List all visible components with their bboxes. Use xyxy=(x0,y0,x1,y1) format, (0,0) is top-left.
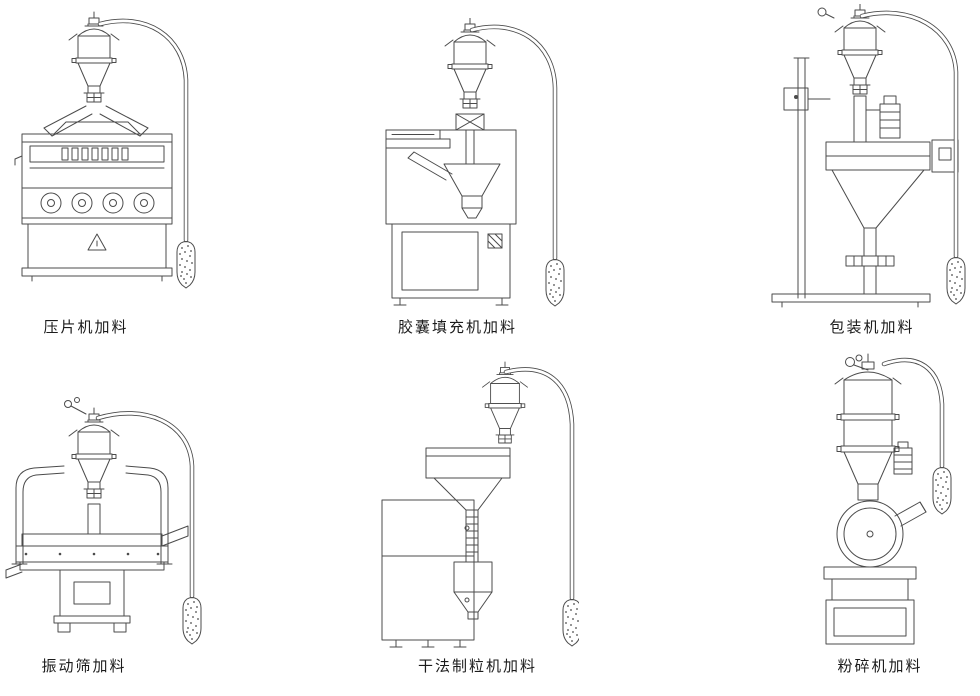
machine-body xyxy=(824,442,926,644)
pulverizer-drawing xyxy=(798,352,952,647)
tablet-press-drawing xyxy=(6,11,196,289)
vacuum-feeder xyxy=(835,354,901,500)
machine-body xyxy=(386,114,516,305)
vacuum-feeder xyxy=(834,4,886,95)
machine-body xyxy=(772,58,958,307)
suction-wand xyxy=(176,241,196,289)
feed-hose xyxy=(98,413,192,596)
suction-wand xyxy=(932,467,952,515)
feed-hose xyxy=(100,21,186,240)
machine-body xyxy=(382,448,510,647)
machine-body xyxy=(6,466,188,632)
caption-vibrating-sieve: 振动筛加料 xyxy=(41,658,127,675)
caption-dry-granulator: 干法制粒机加料 xyxy=(417,658,537,675)
gauge-icon xyxy=(818,8,834,18)
capsule-filler-drawing xyxy=(348,18,565,307)
vacuum-feeder xyxy=(482,361,528,444)
vacuum-feeder xyxy=(444,18,496,109)
machine-body xyxy=(15,106,172,281)
packaging-machine-drawing xyxy=(758,4,966,309)
feed-hose xyxy=(884,360,942,466)
feed-hose xyxy=(506,369,572,598)
vacuum-feeder xyxy=(68,407,120,499)
suction-wand xyxy=(946,257,966,305)
suction-wand xyxy=(545,259,565,307)
vacuum-feeder xyxy=(68,11,120,103)
caption-capsule-filling-machine: 胶囊填充机加料 xyxy=(397,319,517,336)
caption-pulverizer: 粉碎机加料 xyxy=(837,658,923,675)
vibrating-sieve-drawing xyxy=(2,358,202,645)
valve-icon xyxy=(65,398,87,415)
feed-hose xyxy=(472,27,555,258)
feed-hose xyxy=(862,13,956,256)
caption-tablet-press: 压片机加料 xyxy=(43,319,129,336)
suction-wand xyxy=(562,599,579,647)
dry-granulator-drawing xyxy=(374,361,579,650)
suction-wand xyxy=(182,597,202,645)
caption-packaging-machine: 包装机加料 xyxy=(829,319,915,336)
